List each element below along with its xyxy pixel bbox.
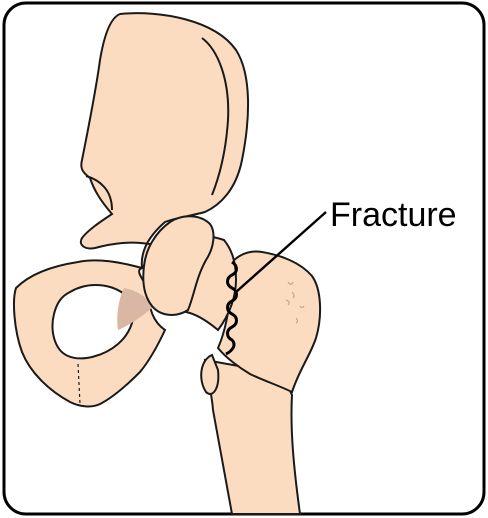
fracture-label: Fracture <box>330 198 457 232</box>
